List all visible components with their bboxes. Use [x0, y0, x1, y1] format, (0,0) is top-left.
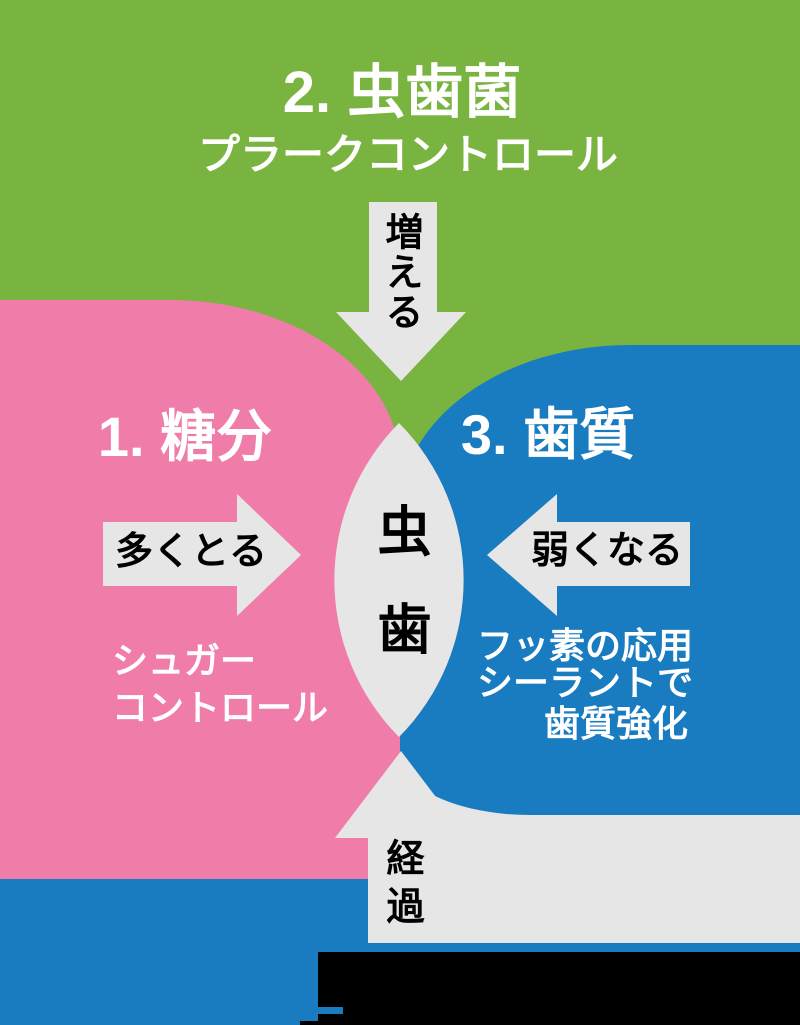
time-up-arrow [335, 751, 800, 950]
increase-arrow-label: 増える [379, 212, 421, 332]
bacteria-title: 2. 虫歯菌 [282, 60, 522, 125]
sugar-note-line1: シュガー [112, 640, 257, 681]
tooth-arrow-label: 弱くなる [530, 530, 684, 572]
sugar-title: 1. 糖分 [97, 405, 273, 468]
sugar-region [0, 300, 400, 879]
tooth-title: 3. 歯質 [460, 403, 636, 466]
tooth-left-arrow [487, 494, 690, 616]
sugar-right-arrow [103, 494, 301, 616]
tooth-note-line2: シーラントで [477, 662, 694, 703]
tooth-note-line1: フッ素の応用 [477, 625, 694, 666]
cavity-lens [334, 423, 464, 737]
sugar-note-line2: コントロール [112, 687, 329, 728]
black-block-fragment [300, 1021, 318, 1025]
increase-down-arrow [336, 202, 466, 381]
sugar-arrow-label: 多くとる [114, 531, 268, 573]
cavity-label: 虫歯 [369, 503, 429, 699]
time-arrow-label: 経過 [380, 838, 422, 934]
tooth-note-line3: 歯質強化 [544, 703, 689, 744]
bacteria-subtitle: プラークコントロール [197, 131, 619, 178]
black-block-notch [318, 1007, 343, 1014]
cropped-black-block [318, 952, 800, 1025]
